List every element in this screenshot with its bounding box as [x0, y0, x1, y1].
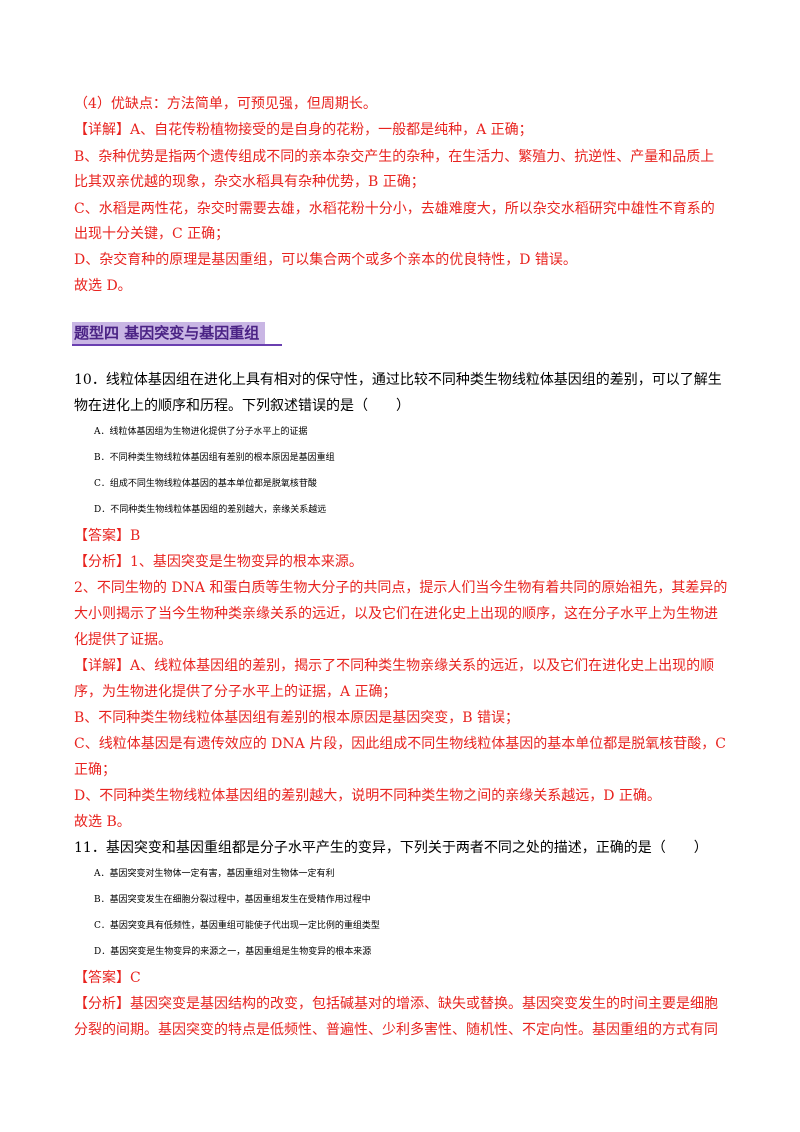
text-line: 【详解】A、自花传粉植物接受的是自身的花粉，一般都是纯种，A 正确； — [74, 122, 533, 138]
answer-line: 【答案】C — [74, 970, 141, 986]
text-line: C、水稻是两性花，杂交时需要去雄，水稻花粉十分小，去雄难度大，所以杂交水稻研究中… — [74, 201, 715, 217]
analysis-line: 2、不同生物的 DNA 和蛋白质等生物大分子的共同点，提示人们当今生物有着共同的… — [74, 580, 728, 596]
question-stem: 物在进化上的顺序和历程。下列叙述错误的是（ ） — [74, 398, 410, 414]
detail-line: C、线粒体基因是有遗传效应的 DNA 片段，因此组成不同生物线粒体基因的基本单位… — [74, 736, 726, 752]
answer-line: 【答案】B — [74, 528, 141, 544]
text-line: D、杂交育种的原理是基因重组，可以集合两个或多个亲本的优良特性，D 错误。 — [74, 252, 577, 268]
section-underline — [72, 344, 282, 346]
detail-line: 正确； — [74, 762, 116, 778]
option-d: D．基因突变是生物变异的来源之一，基因重组是生物变异的根本来源 — [94, 947, 372, 957]
option-b: B．基因突变发生在细胞分裂过程中，基因重组发生在受精作用过程中 — [94, 895, 371, 905]
question-stem: 11．基因突变和基因重组都是分子水平产生的变异，下列关于两者不同之处的描述，正确… — [74, 840, 708, 856]
detail-line: 【详解】A、线粒体基因组的差别，揭示了不同种类生物亲缘关系的远近，以及它们在进化… — [74, 658, 715, 674]
analysis-line: 大小则揭示了当今生物种类亲缘关系的远近，以及它们在进化史上出现的顺序，这在分子水… — [74, 606, 718, 622]
text-line: 出现十分关键，C 正确； — [74, 226, 230, 242]
question-stem: 10．线粒体基因组在进化上具有相对的保守性，通过比较不同种类生物线粒体基因组的差… — [74, 372, 722, 388]
detail-line: 序，为生物进化提供了分子水平上的证据，A 正确； — [74, 684, 397, 700]
option-d: D．不同种类生物线粒体基因组的差别越大，亲缘关系越远 — [94, 505, 327, 515]
analysis-line: 化提供了证据。 — [74, 632, 172, 648]
analysis-line: 【分析】1、基因突变是生物变异的根本来源。 — [74, 554, 363, 570]
detail-line: D、不同种类生物线粒体基因组的差别越大，说明不同种类生物之间的亲缘关系越远，D … — [74, 788, 661, 804]
detail-line: B、不同种类生物线粒体基因组有差别的根本原因是基因突变，B 错误； — [74, 710, 520, 726]
analysis-line: 【分析】基因突变是基因结构的改变，包括碱基对的增添、缺失或替换。基因突变发生的时… — [74, 996, 718, 1012]
option-b: B．不同种类生物线粒体基因组有差别的根本原因是基因重组 — [94, 453, 335, 463]
option-a: A．线粒体基因组为生物进化提供了分子水平上的证据 — [94, 427, 308, 437]
conclusion-line: 故选 B。 — [74, 814, 131, 830]
analysis-line: 分裂的间期。基因突变的特点是低频性、普遍性、少利多害性、随机性、不定向性。基因重… — [74, 1022, 718, 1038]
option-c: C．基因突变具有低频性，基因重组可能使子代出现一定比例的重组类型 — [94, 921, 380, 931]
text-line: 故选 D。 — [74, 278, 132, 294]
text-line: B、杂种优势是指两个遗传组成不同的亲本杂交产生的杂种，在生活力、繁殖力、抗逆性、… — [74, 149, 715, 165]
section-heading: 题型四 基因突变与基因重组 — [72, 322, 266, 344]
option-c: C．组成不同生物线粒体基因的基本单位都是脱氧核苷酸 — [94, 479, 317, 489]
text-line: 比其双亲优越的现象，杂交水稻具有杂种优势，B 正确； — [74, 174, 425, 190]
text-line: （4）优缺点：方法简单，可预见强，但周期长。 — [74, 96, 377, 112]
option-a: A．基因突变对生物体一定有害，基因重组对生物体一定有利 — [94, 869, 335, 879]
